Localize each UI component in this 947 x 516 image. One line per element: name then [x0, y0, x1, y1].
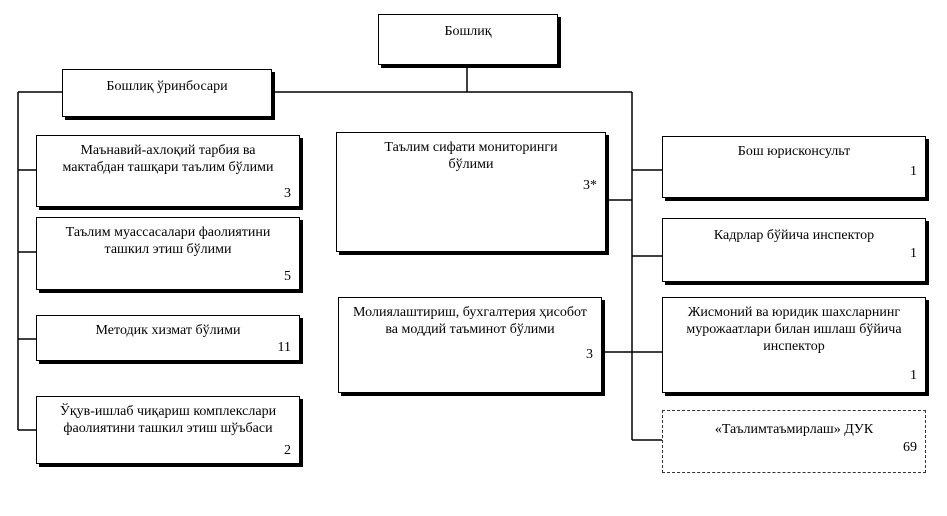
left-unit-box: Маънавий-ахлоқий тарбия ва мактабдан таш…: [36, 135, 300, 207]
unit-title: Кадрлар бўйича инспектор: [713, 228, 875, 243]
unit-count: 1: [910, 246, 917, 261]
unit-count: 1: [910, 368, 917, 383]
left-unit-box: Ўқув-ишлаб чиқариш комплекслари фаолияти…: [36, 396, 300, 464]
center-unit-box: Молиялаштириш, бухгалтерия ҳисобот ва мо…: [338, 297, 602, 393]
unit-count: 69: [903, 440, 917, 455]
unit-title: Молиялаштириш, бухгалтерия ҳисобот ва мо…: [353, 305, 587, 337]
left-unit-box: Методик хизмат бўлими 11: [36, 315, 300, 361]
unit-count: 5: [284, 269, 291, 284]
unit-title: Таълим муассасалари фаолиятини ташкил эт…: [65, 225, 271, 257]
unit-count: 3*: [583, 178, 597, 193]
unit-title: «Таълимтаъмирлаш» ДУК: [714, 422, 874, 437]
deputy-box: Бошлиқ ўринбосари: [62, 69, 272, 117]
left-unit-box: Таълим муассасалари фаолиятини ташкил эт…: [36, 217, 300, 290]
head-title: Бошлиқ: [444, 24, 492, 39]
right-unit-box: Бош юрисконсульт 1: [662, 136, 926, 198]
unit-title: Методик хизмат бўлими: [95, 323, 241, 338]
center-unit-box: Таълим сифати мониторинги бўлими 3*: [336, 132, 606, 252]
unit-title: Жисмоний ва юридик шахсларнинг мурожаатл…: [686, 305, 902, 354]
unit-count: 3: [284, 186, 291, 201]
right-unit-box: Жисмоний ва юридик шахсларнинг мурожаатл…: [662, 297, 926, 393]
unit-count: 11: [277, 340, 291, 355]
unit-title: Маънавий-ахлоқий тарбия ва мактабдан таш…: [62, 143, 274, 175]
unit-count: 3: [586, 347, 593, 362]
unit-title: Таълим сифати мониторинги бўлими: [384, 140, 558, 172]
unit-title: Ўқув-ишлаб чиқариш комплекслари фаолияти…: [59, 404, 277, 436]
right-unit-box-dashed: «Таълимтаъмирлаш» ДУК 69: [662, 410, 926, 473]
head-box: Бошлиқ: [378, 14, 558, 65]
right-unit-box: Кадрлар бўйича инспектор 1: [662, 218, 926, 282]
unit-title: Бош юрисконсульт: [737, 144, 851, 159]
deputy-title: Бошлиқ ўринбосари: [106, 79, 228, 94]
unit-count: 2: [284, 443, 291, 458]
unit-count: 1: [910, 164, 917, 179]
